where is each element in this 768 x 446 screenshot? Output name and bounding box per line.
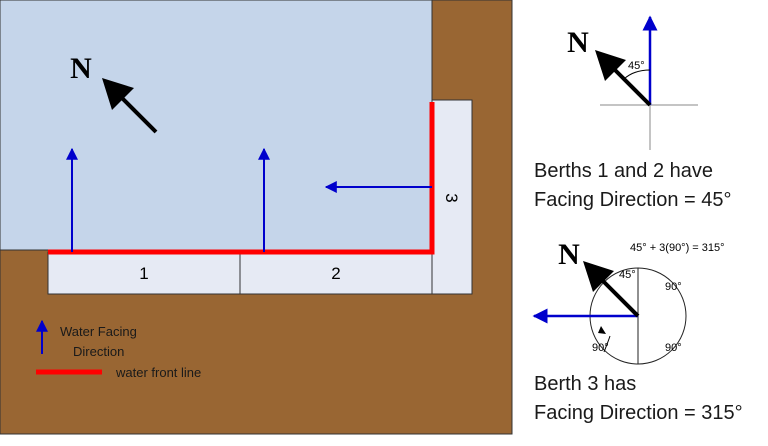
- compass-bottom-caption-line-2: Facing Direction = 315°: [534, 402, 743, 424]
- berth-1: [47, 251, 241, 295]
- compass-bottom-caption-line-1: Berth 3 has: [534, 373, 636, 395]
- compass-bottom-angle-90-sw: 90°: [592, 342, 609, 354]
- compass-bottom-arc-arrowhead: [598, 326, 606, 334]
- compass-top-caption-line-1: Berths 1 and 2 have: [534, 160, 713, 182]
- compass-bottom-north-arrowhead: [583, 261, 614, 292]
- compass-top-angle-label: 45°: [628, 60, 645, 72]
- water-front-line: [48, 102, 435, 255]
- legend-front-label: water front line: [115, 365, 201, 380]
- compass-top-north-label: N: [567, 26, 589, 59]
- north-arrowhead: [102, 78, 134, 110]
- compass-bottom: 45° + 3(90°) = 315° N 45° 90° 90° 90° Be…: [532, 238, 743, 424]
- berth-3-label: 3: [442, 193, 461, 202]
- berth-3: [431, 99, 473, 295]
- compass-bottom-angle-90-ne: 90°: [665, 281, 682, 293]
- berth-2: [239, 251, 433, 295]
- water-area: [0, 0, 433, 251]
- compass-bottom-formula: 45° + 3(90°) = 315°: [630, 242, 725, 254]
- compass-bottom-angle-arc: [603, 335, 611, 353]
- compass-top-angle-arc: [623, 69, 651, 80]
- compass-bottom-angle-90-se: 90°: [665, 342, 682, 354]
- compass-bottom-angle-45: 45°: [619, 269, 636, 281]
- compass-bottom-north-label: N: [558, 238, 580, 271]
- map-panel: 1 2 3 N Water Facing Direction water fro…: [0, 0, 513, 435]
- compass-top-caption-line-2: Facing Direction = 45°: [534, 189, 732, 211]
- legend-facing-label-1: Water Facing: [60, 324, 137, 339]
- compass-top-north-arrowhead: [595, 50, 626, 81]
- legend: Water Facing Direction water front line: [36, 319, 201, 380]
- compass-top: 45° N Berths 1 and 2 have Facing Directi…: [534, 15, 732, 211]
- legend-facing-label-2: Direction: [73, 344, 124, 359]
- berth-1-label: 1: [139, 264, 148, 283]
- berth-2-label: 2: [331, 264, 340, 283]
- map-north-label: N: [70, 52, 92, 85]
- map-north-arrow: N: [70, 52, 158, 134]
